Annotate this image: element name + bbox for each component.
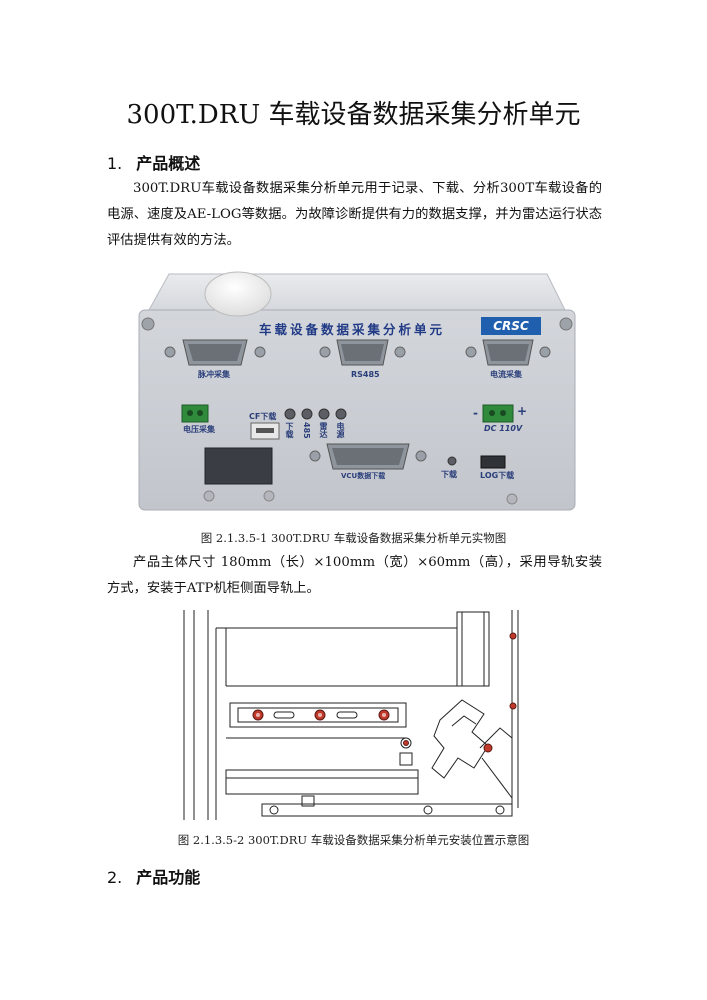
label-log-download: LOG下载 [480, 471, 515, 480]
page-title: 300T.DRU 车载设备数据采集分析单元 [126, 100, 581, 130]
section-heading-overview: 1. 产品概述 [107, 150, 200, 174]
label-led-485: 485 [302, 422, 311, 439]
label-led-radar: 雷达 [319, 422, 328, 438]
device-photo: 车载设备数据采集分析单元 CRSC 脉冲采集 RS485 电流采集 电压采集 C… [135, 268, 580, 513]
label-led-power: 电源 [336, 422, 345, 438]
label-download: 下载 [441, 470, 457, 479]
label-cf-download: CF下载 [249, 412, 277, 421]
section-title: 产品功能 [136, 868, 201, 887]
label-vcu-download: VCU数据下载 [341, 472, 386, 480]
device-banner: 车载设备数据采集分析单元 [259, 322, 446, 337]
label-dc-plus: + [517, 404, 528, 418]
installation-illustration [183, 610, 519, 820]
label-dc-110v: DC 110V [484, 424, 523, 433]
installation-drawing [182, 608, 526, 822]
label-led-download: 下载 [285, 422, 294, 438]
figure1-caption: 图 2.1.3.5-1 300T.DRU 车载设备数据采集分析单元实物图 [200, 531, 507, 545]
db9-connector-rs485 [319, 339, 406, 366]
section-number: 2. [107, 868, 123, 887]
label-rs485: RS485 [351, 370, 380, 379]
dimension-paragraph: 产品主体尺寸 180mm（长）×100mm（宽）×60mm（高），采用导轨安装方… [107, 555, 602, 596]
overview-paragraph: 300T.DRU车载设备数据采集分析单元用于记录、下载、分析300T车载设备的电… [107, 181, 602, 248]
section-number: 1. [107, 154, 123, 173]
label-pulse: 脉冲采集 [198, 370, 230, 379]
section-title: 产品概述 [136, 154, 201, 173]
db9-connector-pulse [164, 339, 266, 366]
label-dc-minus: - [473, 406, 478, 420]
label-current: 电流采集 [490, 370, 522, 379]
brand-logo: CRSC [493, 319, 529, 333]
label-voltage: 电压采集 [183, 425, 215, 434]
section-heading-functions: 2. 产品功能 [107, 864, 200, 888]
device-illustration [138, 271, 576, 511]
db9-connector-current [465, 339, 551, 366]
figure2-caption: 图 2.1.3.5-2 300T.DRU 车载设备数据采集分析单元安装位置示意图 [177, 833, 530, 847]
